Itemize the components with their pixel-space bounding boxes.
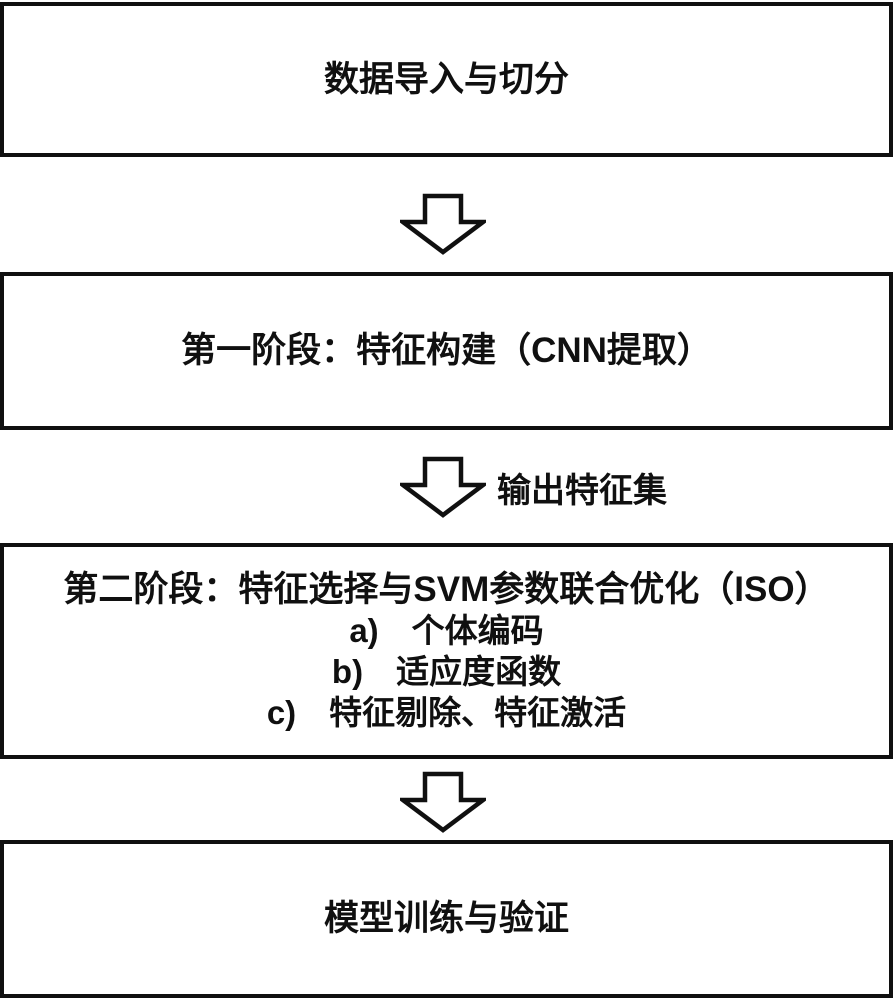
list-item-individual-encoding: a) 个体编码 [349, 612, 544, 649]
list-item-feature-removal-activation: c) 特征剔除、特征激活 [266, 694, 627, 731]
list-item-fitness-function: b) 适应度函数 [331, 653, 562, 690]
down-arrow-icon [400, 456, 486, 518]
node-stage1-feature-construction: 第一阶段：特征构建（CNN提取） [0, 272, 893, 430]
down-arrow-icon [400, 193, 486, 255]
down-arrow-icon [400, 771, 486, 833]
node-model-training-validation: 模型训练与验证 [0, 840, 893, 998]
node-stage2-iso-optimization: 第二阶段：特征选择与SVM参数联合优化（ISO） a) 个体编码 b) 适应度函… [0, 543, 893, 759]
node-data-import-label: 数据导入与切分 [323, 59, 569, 99]
node-stage1-label: 第一阶段：特征构建（CNN提取） [181, 331, 712, 370]
arrow-label-output-feature-set: 输出特征集 [497, 471, 667, 510]
node-model-training-label: 模型训练与验证 [323, 899, 569, 938]
node-data-import: 数据导入与切分 [0, 2, 893, 157]
node-stage2-heading: 第二阶段：特征选择与SVM参数联合优化（ISO） [63, 570, 830, 609]
stage2-item-list: a) 个体编码 b) 适应度函数 c) 特征剔除、特征激活 [267, 610, 626, 733]
